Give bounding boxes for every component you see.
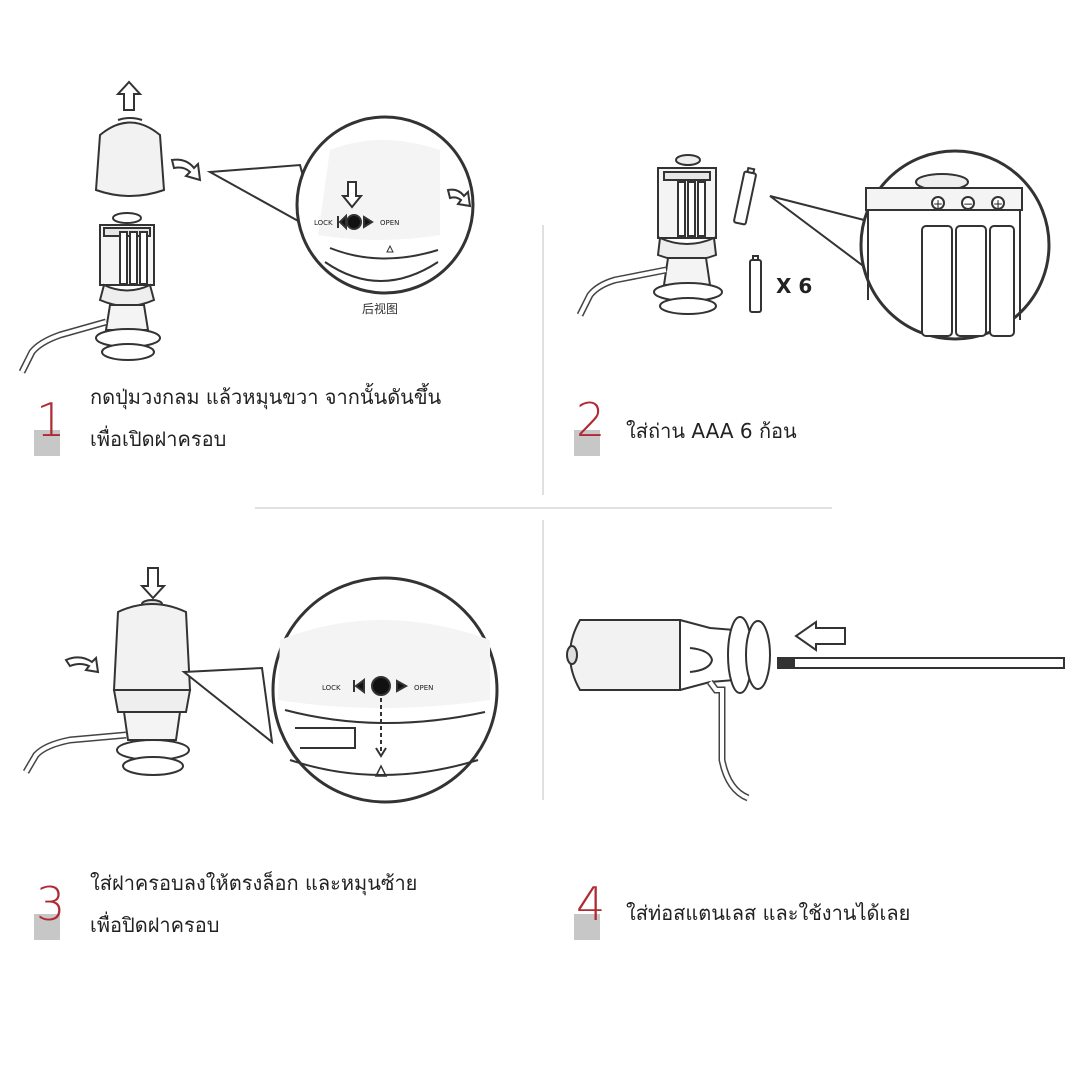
battery-icon-2 [749, 255, 762, 313]
left-arrow-icon [794, 620, 846, 652]
step4-number-shade [574, 914, 600, 940]
step4-caption-line1: ใส่ท่อสแตนเลส และใช้งานได้เลย [626, 901, 911, 925]
step1-number-shade [34, 430, 60, 456]
step1-number-digit: 1 [36, 393, 66, 447]
step1-illustration [18, 80, 475, 374]
battery-count: X 6 [776, 274, 812, 298]
zoom2-plus-label: + [933, 197, 943, 211]
step3-number-shade [34, 914, 60, 940]
zoom3-lock-label: LOCK [322, 684, 341, 692]
down-arrow-icon [340, 181, 364, 209]
step3-caption-line1: ใส่ฝาครอบลงให้ตรงล็อก และหมุนซ้าย [90, 871, 418, 895]
step2-number: 2 [574, 393, 614, 456]
up-arrow-icon [115, 80, 143, 111]
rotate-icon-3 [64, 655, 100, 674]
cap [94, 121, 166, 197]
step3-number: 3 [34, 877, 74, 940]
step3-illustration [22, 567, 499, 804]
step2-number-shade [574, 430, 600, 456]
step1-caption-line2: เพื่อเปิดฝาครอบ [90, 427, 227, 451]
step4-illustration [566, 616, 1065, 802]
step2-illustration [576, 149, 1051, 341]
rotate-right-icon [170, 158, 202, 182]
zoom1-open-label: OPEN [380, 219, 399, 227]
step2-caption-line1: ใส่ถ่าน AAA 6 ก้อน [626, 419, 797, 443]
step4-number-digit: 4 [576, 877, 606, 931]
step1-number: 1 [34, 393, 74, 456]
down-arrow-icon-3 [139, 567, 167, 600]
step2-number-digit: 2 [576, 393, 606, 447]
battery-icon [733, 166, 757, 226]
step1-caption-line1: กดปุ่มวงกลม แล้วหมุนขวา จากนั้นดันขึ้น [90, 385, 442, 409]
step4-number: 4 [574, 877, 614, 940]
zoom2-plus2-label: + [993, 197, 1003, 211]
zoom2-minus-label: − [963, 197, 973, 211]
zoom1-caption: 后视图 [362, 301, 398, 316]
zoom1-lock-label: LOCK [314, 219, 333, 227]
step3-caption-line2: เพื่อปิดฝาครอบ [90, 913, 220, 937]
zoom3-open-label: OPEN [414, 684, 433, 692]
rotate-icon [446, 188, 472, 208]
step3-number-digit: 3 [36, 877, 66, 931]
